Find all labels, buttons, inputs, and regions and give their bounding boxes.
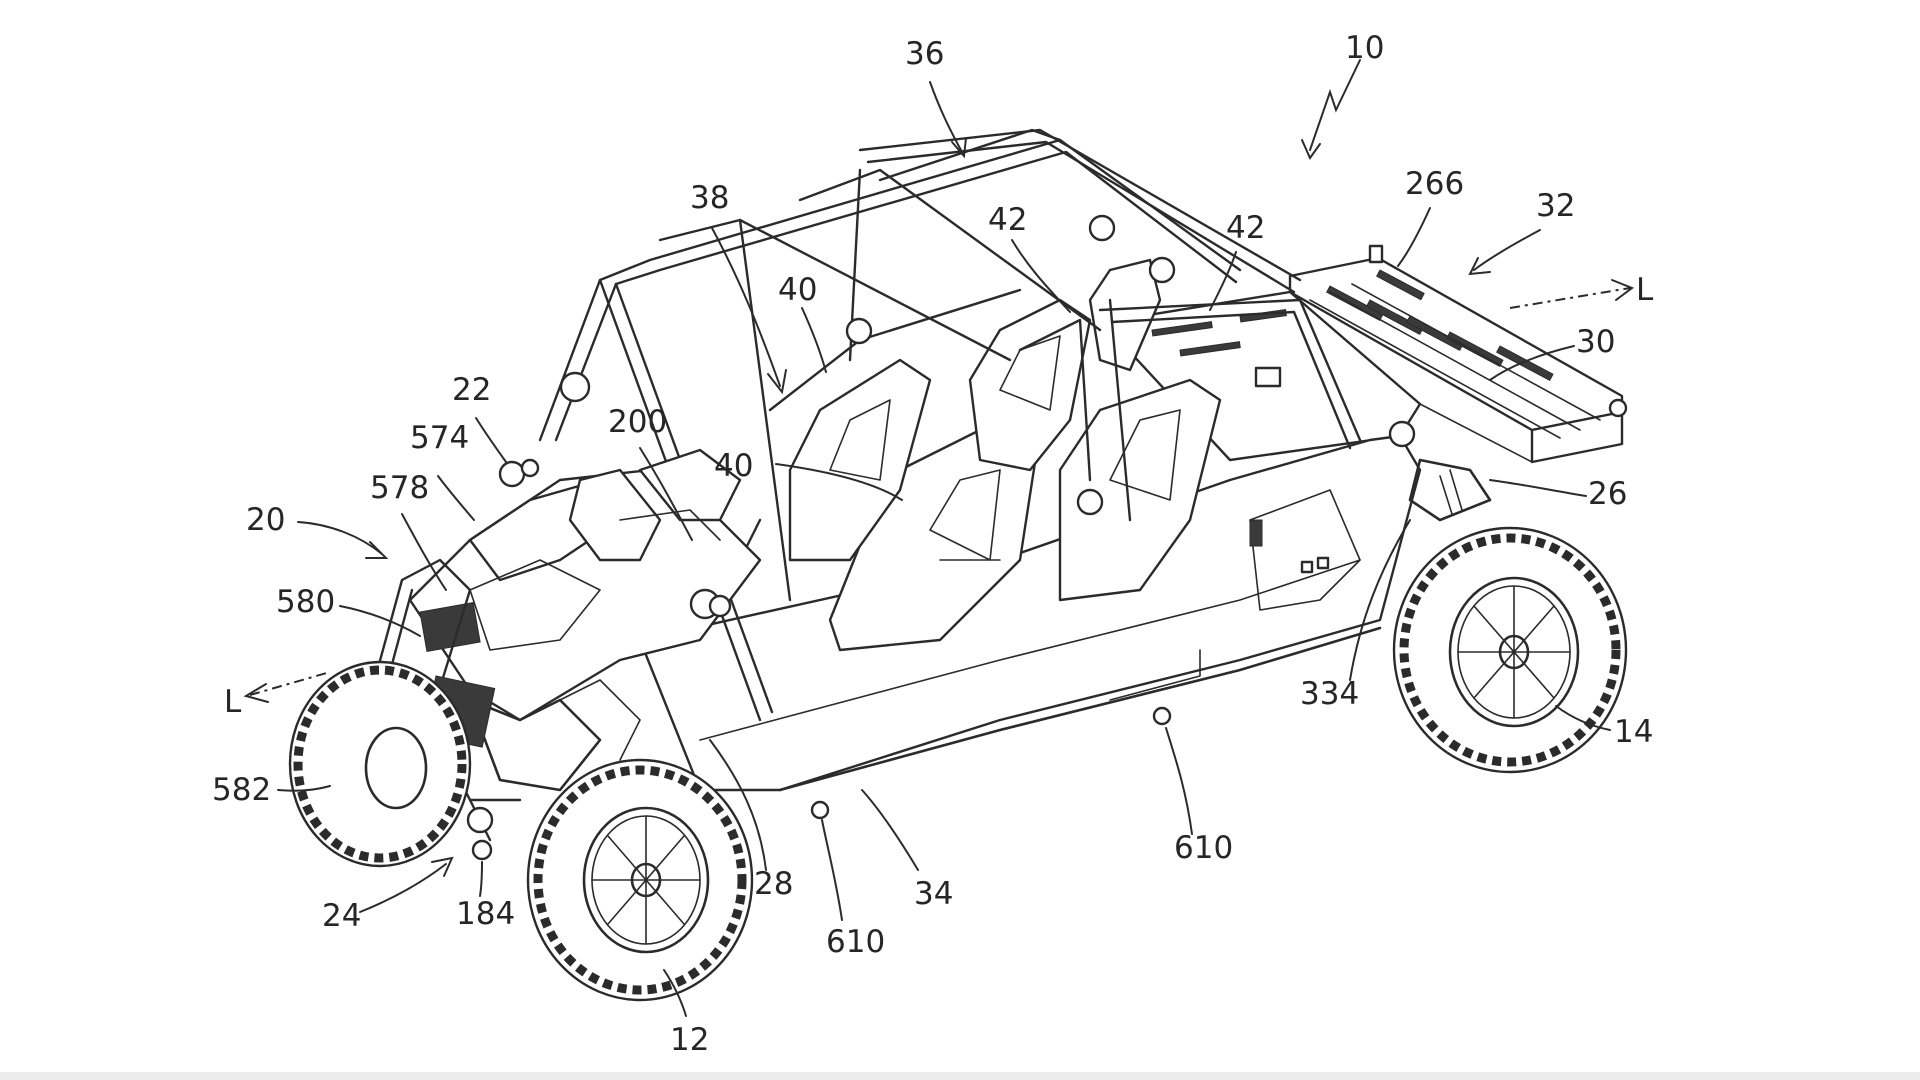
ref-38: 38 xyxy=(690,180,729,216)
ref-L-rear: L xyxy=(1636,272,1654,308)
ref-610b: 610 xyxy=(826,924,885,960)
ref-574: 574 xyxy=(410,420,469,456)
ref-40a: 40 xyxy=(778,272,817,308)
ref-610a: 610 xyxy=(1174,830,1233,866)
ref-580: 580 xyxy=(276,584,335,620)
ref-184: 184 xyxy=(456,896,515,932)
ref-334: 334 xyxy=(1300,676,1359,712)
ref-40b: 40 xyxy=(714,448,753,484)
front-right-wheel xyxy=(528,760,752,1000)
vehicle-illustration xyxy=(290,130,1626,1000)
ref-26: 26 xyxy=(1588,476,1627,512)
ref-L-front: L xyxy=(224,684,242,720)
ref-24: 24 xyxy=(322,898,361,934)
rear-suspension xyxy=(1410,460,1490,520)
ref-578: 578 xyxy=(370,470,429,506)
bottom-edge-strip xyxy=(0,1072,1920,1080)
ref-14: 14 xyxy=(1614,714,1653,750)
ref-36: 36 xyxy=(905,36,944,72)
ref-32: 32 xyxy=(1536,188,1575,224)
ref-266: 266 xyxy=(1405,166,1464,202)
ref-42a: 42 xyxy=(988,202,1027,238)
ref-42b: 42 xyxy=(1226,210,1265,246)
ref-28: 28 xyxy=(754,866,793,902)
rear-wheel xyxy=(1394,528,1626,772)
ref-10: 10 xyxy=(1345,30,1384,66)
ref-582: 582 xyxy=(212,772,271,808)
ref-30: 30 xyxy=(1576,324,1615,360)
ref-200: 200 xyxy=(608,404,667,440)
front-left-wheel xyxy=(290,662,470,866)
ref-34: 34 xyxy=(914,876,953,912)
ref-22: 22 xyxy=(452,372,491,408)
ref-12: 12 xyxy=(670,1022,709,1058)
ref-20: 20 xyxy=(246,502,285,538)
